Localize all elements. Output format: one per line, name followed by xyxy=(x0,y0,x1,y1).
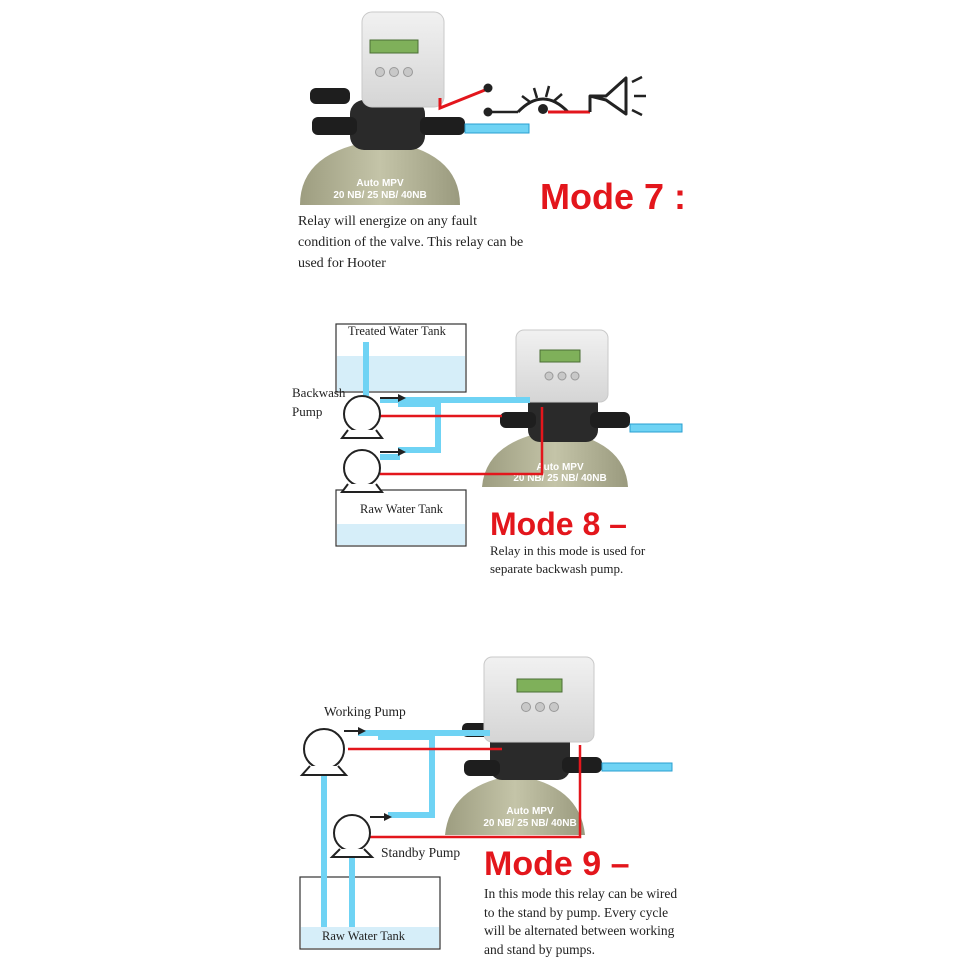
relay-wire xyxy=(438,88,486,111)
backwash-pump-label-line2: Pump xyxy=(292,404,323,419)
outlet-pipe xyxy=(629,423,683,433)
standby-pump-icon xyxy=(329,813,392,858)
raw-water-tank-label: Raw Water Tank xyxy=(322,929,406,943)
treated-water-tank-label: Treated Water Tank xyxy=(348,324,446,338)
mode8-diagram: Auto MPV 20 NB/ 25 NB/ 40NB xyxy=(335,323,683,547)
working-pump-label: Working Pump xyxy=(324,704,406,719)
valve-label-line1: Auto MPV xyxy=(536,462,584,473)
working-pump-icon xyxy=(299,727,366,776)
mode9-title: Mode 9 – xyxy=(484,845,630,883)
mode7-diagram: Auto MPV 20 NB/ 25 NB/ 40NB xyxy=(300,11,646,205)
raw-water-tank-label: Raw Water Tank xyxy=(360,502,444,516)
bulb-icon xyxy=(516,85,570,114)
backwash-pump-icon xyxy=(340,394,406,439)
controller-head xyxy=(361,11,445,108)
valve-label-line2: 20 NB/ 25 NB/ 40NB xyxy=(483,818,576,829)
mode9-description: In this mode this relay can be wired to … xyxy=(484,886,678,957)
valve-label-line1: Auto MPV xyxy=(506,806,554,817)
mode8-description: Relay in this mode is used for separate … xyxy=(490,543,646,576)
valve-label-line1: Auto MPV xyxy=(356,178,404,189)
lcd-display xyxy=(369,39,419,54)
mode9-diagram: Auto MPV 20 NB/ 25 NB/ 40NB xyxy=(299,656,673,950)
lcd-display xyxy=(539,349,581,363)
outlet-pipe xyxy=(464,123,530,134)
outlet-pipe xyxy=(601,762,673,772)
controller-head xyxy=(483,656,595,743)
backwash-pump-label-line1: Backwash xyxy=(292,385,346,400)
relay-switch-icon xyxy=(483,83,493,93)
mpv-tank xyxy=(300,140,460,205)
mode7-title: Mode 7 : xyxy=(540,176,687,217)
lcd-display xyxy=(516,678,563,693)
mode7-description: Relay will energize on any fault conditi… xyxy=(298,214,524,271)
valve-label-line2: 20 NB/ 25 NB/ 40NB xyxy=(333,190,426,201)
valve-label-line2: 20 NB/ 25 NB/ 40NB xyxy=(513,473,606,484)
hooter-icon xyxy=(588,75,646,117)
mpv-tank xyxy=(445,775,585,835)
raw-pump-icon xyxy=(340,448,406,493)
mode8-title: Mode 8 – xyxy=(490,506,627,542)
standby-pump-label: Standby Pump xyxy=(381,845,461,860)
valve-body xyxy=(350,100,425,150)
controller-head xyxy=(515,329,609,403)
